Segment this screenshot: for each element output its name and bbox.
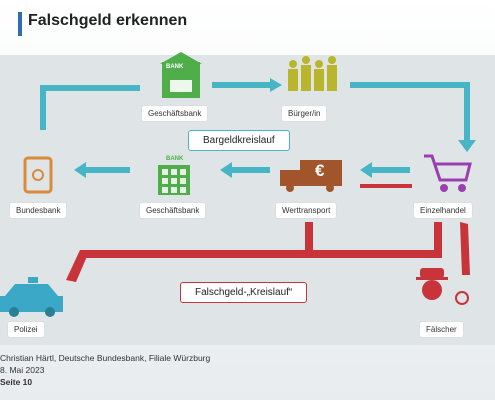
label-buerger: Bürger/in — [282, 106, 327, 121]
safe-icon — [23, 156, 53, 194]
euro-sign: € — [315, 161, 325, 180]
bank-mid-icon — [158, 165, 190, 195]
bank-sign-mid: BANK — [166, 156, 184, 162]
footer-date: 8. Mai 2023 — [0, 365, 45, 375]
arrowhead-buerger — [270, 78, 282, 92]
bargeldkreislauf-box: Bargeldkreislauf — [188, 130, 290, 151]
arrow-right-down — [464, 82, 470, 142]
fake-line-einzelhandel — [360, 184, 412, 188]
title-accent-bar — [18, 12, 22, 36]
arrowhead-bank-mid — [220, 162, 232, 178]
label-polizei: Polizei — [8, 322, 44, 337]
fake-cycle-lines — [66, 184, 470, 282]
arrow-einzel-to-wert — [372, 167, 410, 173]
truck-icon — [280, 160, 342, 192]
arrowhead-wert — [360, 162, 372, 178]
fake-drop-einzelhandel — [434, 222, 442, 258]
arrow-wert-to-bank — [232, 167, 270, 173]
footer-page: Seite 10 — [0, 377, 33, 387]
fake-diag-polizei — [66, 250, 88, 282]
cart-icon — [424, 154, 472, 192]
label-bundesbank: Bundesbank — [10, 203, 67, 218]
footer-author: Christian Härtl, Deutsche Bundesbank, Fi… — [0, 353, 211, 363]
label-faelscher: Fälscher — [420, 322, 463, 337]
arrow-left-down — [40, 85, 46, 130]
label-einzelhandel: Einzelhandel — [414, 203, 472, 218]
fake-main-line — [80, 250, 442, 258]
arrow-buerger-right — [350, 82, 470, 88]
arrowhead-bundesbank — [74, 162, 86, 178]
bank-top-icon — [160, 52, 202, 98]
bank-sign-top: BANK — [166, 64, 184, 70]
counterfeiter-icon — [416, 268, 469, 305]
arrow-bank-to-bundesbank — [86, 167, 130, 173]
falschgeld-kreislauf-box: Falschgeld-„Kreislauf“ — [180, 282, 308, 303]
arrow-bank-to-buerger — [212, 82, 270, 88]
label-geschaeftsbank-mid: Geschäftsbank — [140, 203, 206, 218]
cash-cycle-arrows — [40, 78, 476, 178]
fake-diag-faelscher — [460, 222, 470, 275]
label-werttransport: Werttransport — [276, 203, 337, 218]
arrow-bank-top-left — [40, 85, 140, 91]
people-icon — [288, 56, 337, 91]
police-car-icon — [0, 277, 63, 317]
arrowhead-einzelhandel — [458, 140, 476, 152]
slide-title: Falschgeld erkennen — [28, 12, 188, 29]
fake-drop-werttransport — [305, 222, 313, 252]
label-geschaeftsbank-top: Geschäftsbank — [142, 106, 208, 121]
